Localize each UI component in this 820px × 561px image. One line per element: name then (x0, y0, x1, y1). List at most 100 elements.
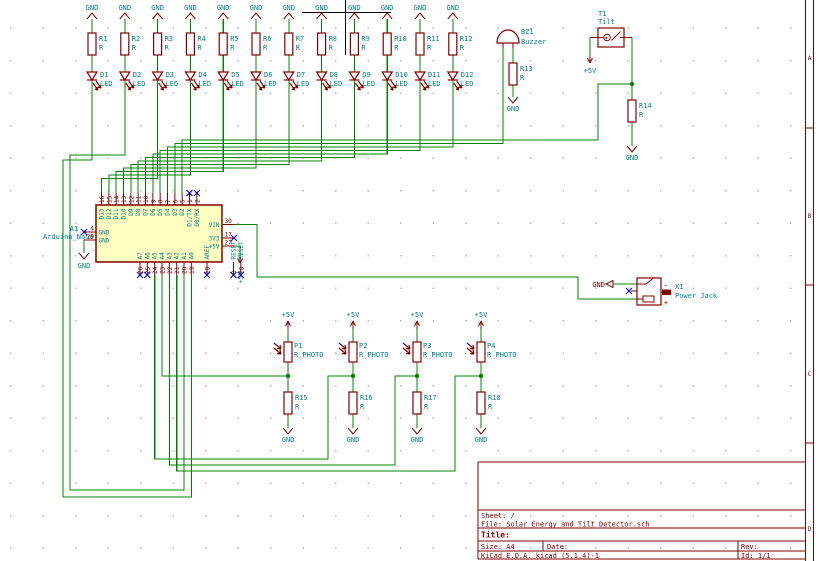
resistor-ref[interactable]: R7 (296, 35, 304, 43)
resistor-ref[interactable]: R8 (329, 35, 337, 43)
buzzer-value[interactable]: Buzzer (521, 38, 546, 46)
resistor-ref[interactable]: R3 (165, 35, 173, 43)
photo-value[interactable]: R_PHOTO (359, 351, 389, 359)
led-ref[interactable]: D2 (133, 71, 141, 79)
resistor-ref[interactable]: R5 (230, 35, 238, 43)
resistor-R1[interactable] (87, 32, 97, 56)
led-ref[interactable]: D7 (297, 71, 305, 79)
led-ref[interactable]: D11 (428, 71, 441, 79)
no-connect-icon[interactable] (203, 271, 211, 279)
led-value[interactable]: LED (166, 80, 179, 88)
photo-value[interactable]: R_PHOTO (423, 351, 453, 359)
jack-gnd-label[interactable]: GND (592, 281, 605, 289)
no-connect-icon[interactable] (237, 271, 245, 279)
wire[interactable] (115, 80, 224, 193)
resistor-R3[interactable] (153, 32, 163, 56)
no-connect-icon[interactable] (80, 228, 88, 236)
component-buzzer[interactable]: BZ1 Buzzer (496, 28, 546, 48)
photo-ref[interactable]: P2 (359, 342, 367, 350)
wire-tilt-signal[interactable] (181, 83, 632, 193)
no-connect-icon[interactable] (230, 271, 237, 279)
photoresistor-P3[interactable] (412, 341, 422, 363)
resistor-R11[interactable] (415, 32, 425, 56)
wire[interactable] (108, 80, 191, 193)
wire[interactable] (100, 80, 159, 193)
led-D8[interactable] (315, 71, 328, 82)
wire[interactable] (130, 80, 290, 193)
resistor-ref[interactable]: R12 (460, 35, 473, 43)
wire[interactable] (234, 245, 241, 257)
component-arduino-nano[interactable]: A1 Arduino_Nano 16D1315D1214D1113D1012D9… (43, 193, 245, 284)
arduino-ref[interactable]: A1 (70, 225, 78, 233)
wire-buzzer[interactable] (174, 48, 504, 193)
wire[interactable] (144, 80, 355, 193)
buzzer-ref[interactable]: BZ1 (521, 28, 534, 36)
resistor-value[interactable]: R (394, 44, 399, 52)
resistor-value[interactable]: R (99, 44, 104, 52)
resistor-value[interactable]: R (295, 403, 300, 411)
resistor-R2[interactable] (120, 32, 130, 56)
resistor-value[interactable]: R (424, 403, 429, 411)
led-D5[interactable] (217, 71, 230, 82)
resistor-value[interactable]: R (230, 44, 235, 52)
wire[interactable] (166, 80, 454, 193)
resistor-value[interactable]: R (520, 74, 525, 82)
led-value[interactable]: LED (395, 80, 408, 88)
resistor-ref[interactable]: R4 (197, 35, 205, 43)
led-value[interactable]: LED (297, 80, 310, 88)
resistor-R17[interactable] (412, 391, 422, 415)
led-ref[interactable]: D12 (461, 71, 474, 79)
resistor-R8[interactable] (317, 32, 327, 56)
led-ref[interactable]: D1 (100, 71, 108, 79)
jack-body[interactable] (636, 277, 662, 306)
resistor-ref[interactable]: R17 (424, 394, 437, 402)
led-value[interactable]: LED (100, 80, 113, 88)
led-ref[interactable]: D4 (198, 71, 206, 79)
resistor-ref[interactable]: R6 (263, 35, 271, 43)
resistor-value[interactable]: R (427, 44, 432, 52)
led-value[interactable]: LED (198, 80, 211, 88)
photoresistor-P4[interactable] (476, 341, 486, 363)
no-connect-icon[interactable] (136, 271, 144, 279)
component-power-jack[interactable]: - + X1 Power Jack GND (592, 277, 718, 307)
resistor-value[interactable]: R (197, 44, 202, 52)
resistor-ref[interactable]: R13 (520, 65, 533, 73)
tilt-ref[interactable]: T1 (598, 10, 606, 18)
resistor-R13[interactable] (508, 62, 518, 86)
resistor-value[interactable]: R (360, 403, 365, 411)
resistor-R12[interactable] (448, 32, 458, 56)
jack-ref[interactable]: X1 (675, 283, 683, 291)
led-D3[interactable] (151, 71, 164, 82)
resistor-value[interactable]: R (639, 111, 644, 119)
resistor-R14[interactable] (627, 99, 637, 123)
no-connect-icon[interactable] (193, 189, 201, 197)
no-connect-icon[interactable] (625, 287, 633, 295)
led-value[interactable]: LED (362, 80, 375, 88)
led-D12[interactable] (446, 71, 459, 82)
resistor-ref[interactable]: R16 (360, 394, 373, 402)
led-D6[interactable] (249, 71, 263, 82)
resistor-R15[interactable] (283, 391, 293, 415)
wire[interactable] (69, 80, 185, 491)
resistor-value[interactable]: R (460, 44, 465, 52)
jack-value[interactable]: Power Jack (675, 292, 718, 300)
photo-ref[interactable]: P1 (294, 342, 302, 350)
resistor-ref[interactable]: R15 (295, 394, 308, 402)
resistor-R5[interactable] (218, 32, 228, 56)
no-connect-icon[interactable] (186, 189, 193, 197)
